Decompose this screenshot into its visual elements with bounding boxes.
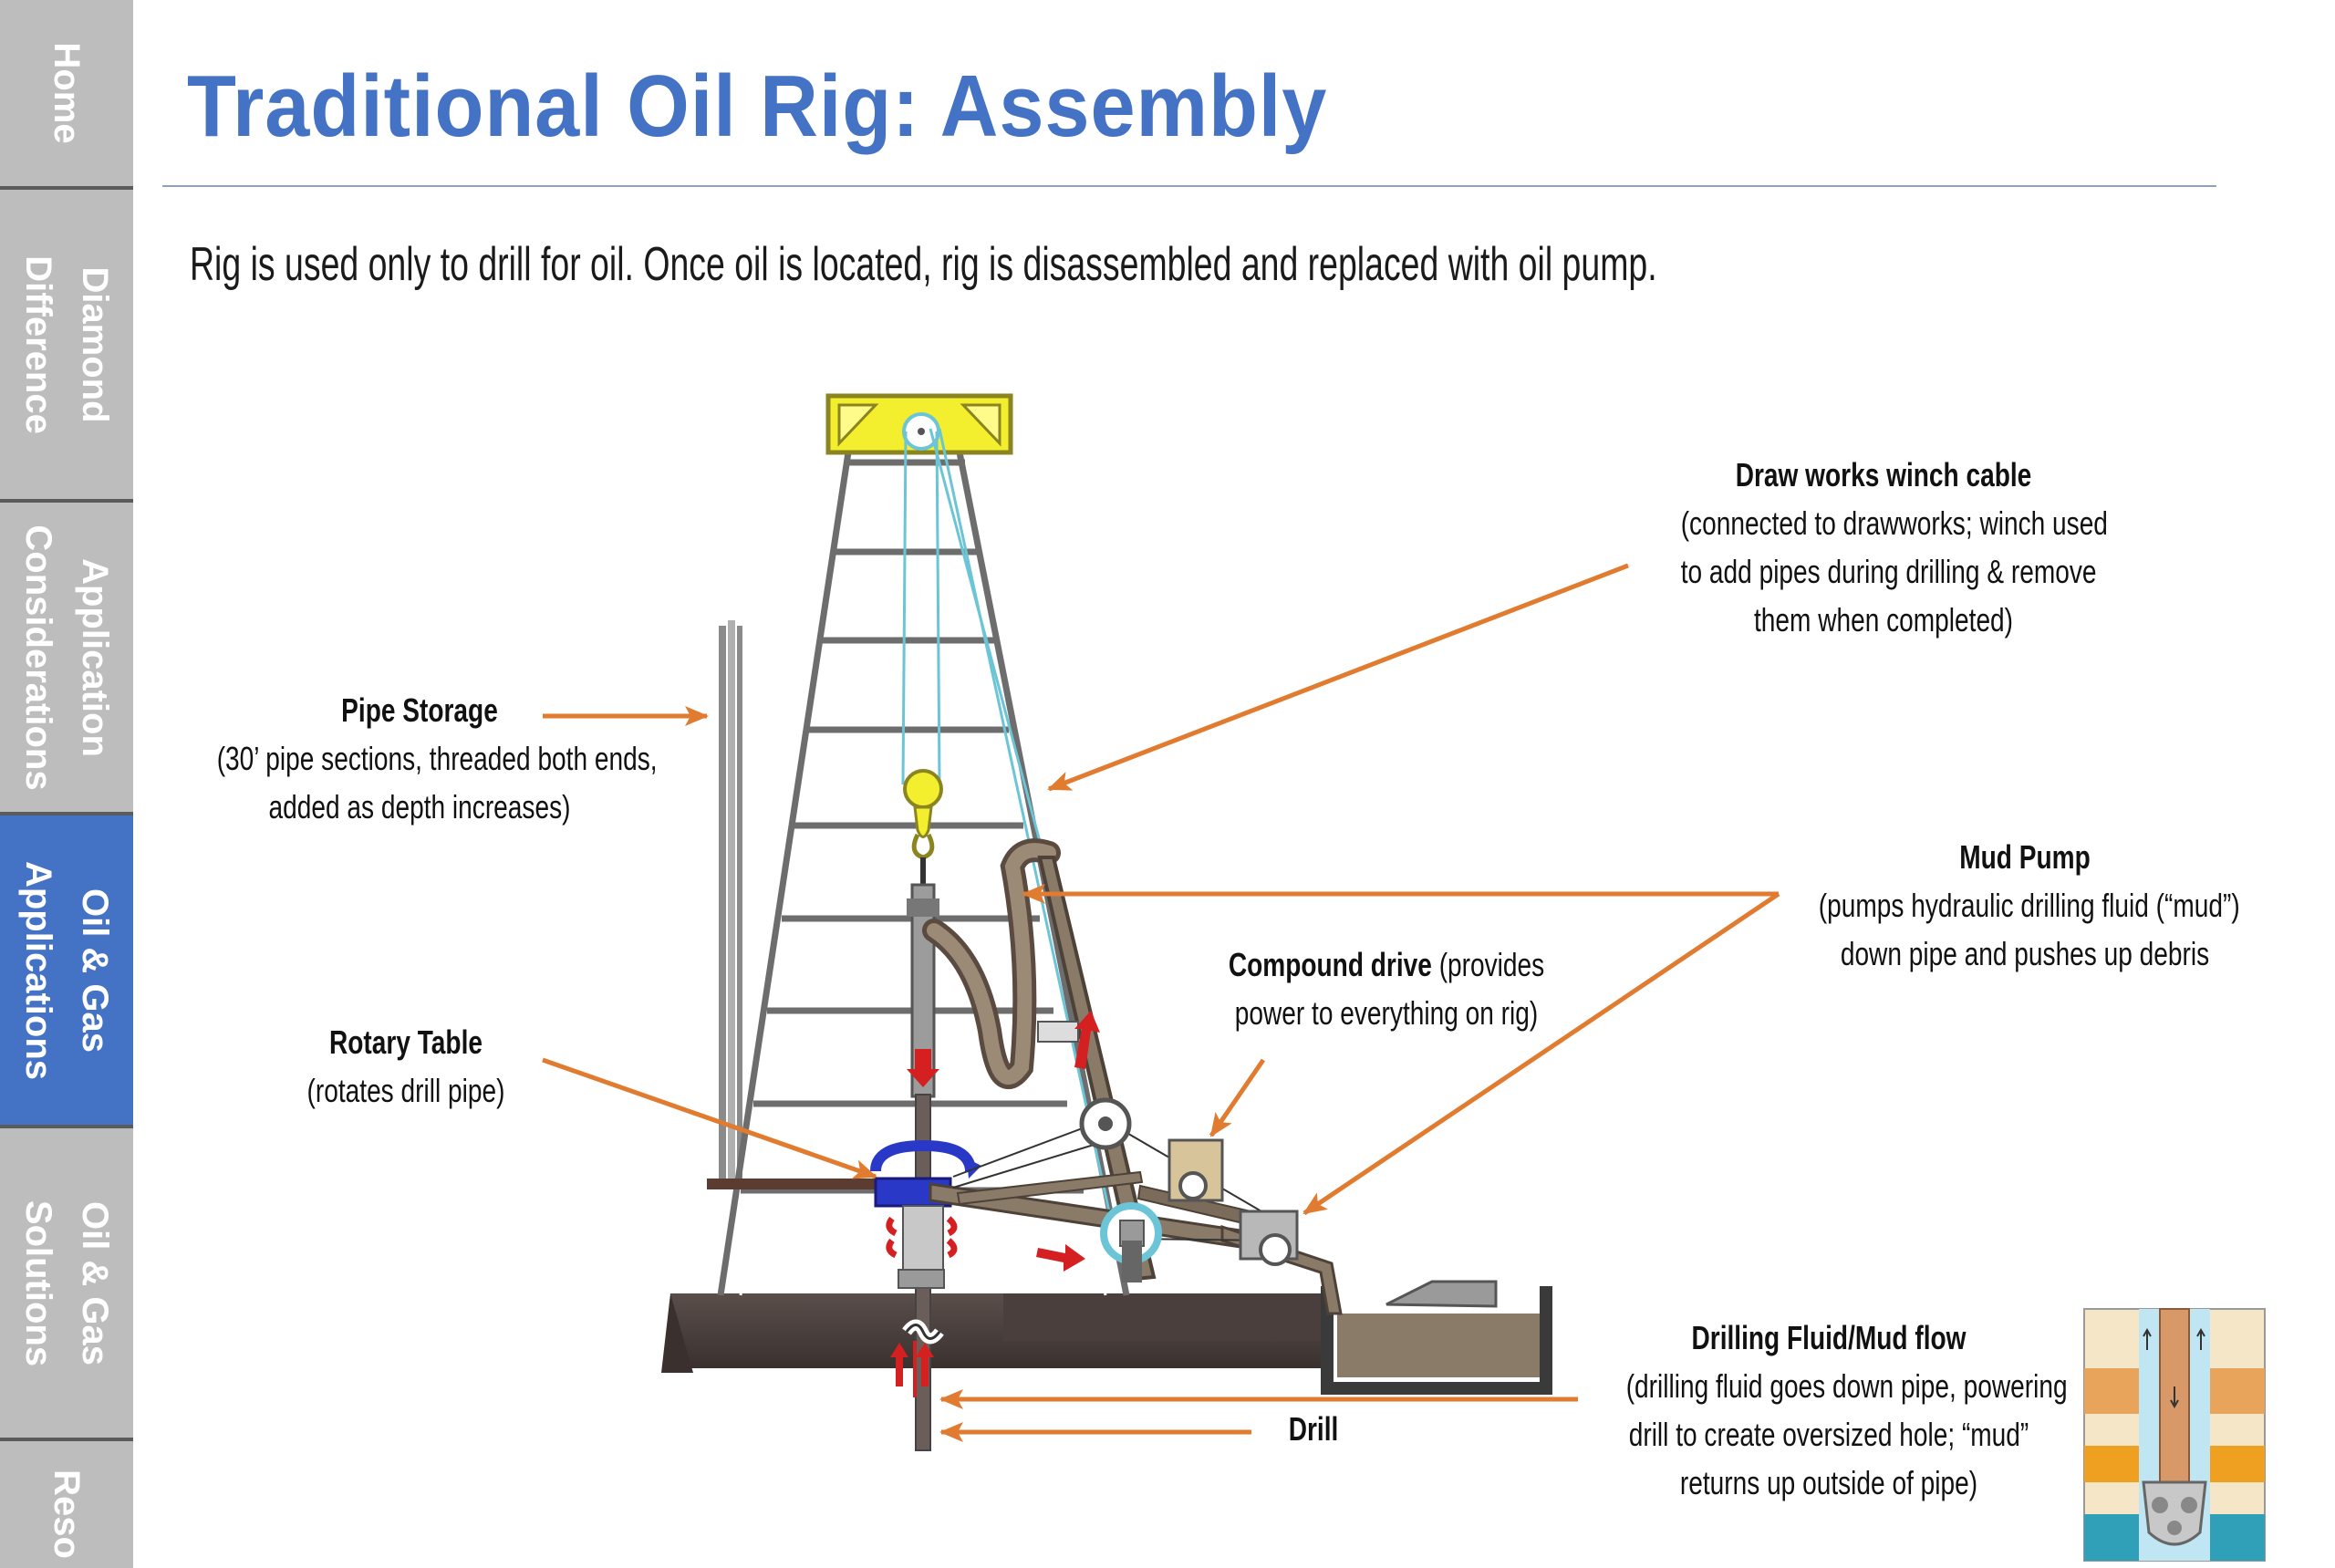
callout-compound-drive-line-1: power to everything on rig) bbox=[1234, 994, 1539, 1032]
callout-rotary-table-title: Rotary Table bbox=[328, 1023, 483, 1061]
compound-drive-box bbox=[1168, 1138, 1224, 1202]
rotary-table bbox=[707, 1139, 981, 1289]
tab-application-considerations[interactable]: Application Considerations bbox=[0, 503, 133, 815]
callout-drilling-fluid-line-3: returns up outside of pipe) bbox=[1679, 1464, 1978, 1501]
callout-draw-works: Draw works winch cable (connected to dra… bbox=[1680, 451, 2108, 644]
traveling-block-hook bbox=[903, 769, 943, 860]
callout-draw-works-title: Draw works winch cable bbox=[1735, 456, 2032, 493]
arrow-draw-works bbox=[1047, 563, 1629, 792]
callout-drill-title: Drill bbox=[1288, 1410, 1339, 1448]
tab-home[interactable]: Home bbox=[0, 0, 133, 190]
callout-drilling-fluid: Drilling Fluid/Mud flow (drilling fluid … bbox=[1625, 1314, 2068, 1507]
title-divider bbox=[162, 185, 2216, 187]
fluid-flow-arrows bbox=[890, 1011, 1100, 1397]
callout-pipe-storage-line-2: added as depth increases) bbox=[268, 788, 571, 826]
page-title: Traditional Oil Rig: Assembly bbox=[187, 57, 1328, 155]
mud-hose bbox=[922, 838, 1061, 1089]
tab-resources[interactable]: Reso bbox=[0, 1441, 133, 1568]
arrow-rotary-table bbox=[542, 1057, 877, 1179]
callout-compound-drive: Compound drive (provides power to everyt… bbox=[1209, 940, 1564, 1037]
callout-draw-works-line-3: them when completed) bbox=[1753, 601, 2014, 639]
callout-draw-works-line-1: (connected to drawworks; winch used bbox=[1680, 504, 2108, 542]
callout-draw-works-line-2: to add pipes during drilling & remove bbox=[1680, 553, 2097, 590]
callout-pipe-storage-title: Pipe Storage bbox=[341, 691, 498, 729]
callout-mud-pump-title: Mud Pump bbox=[1959, 838, 2091, 876]
callout-rotary-table-line-1: (rotates drill pipe) bbox=[306, 1072, 505, 1109]
callout-arrows bbox=[542, 563, 1780, 1442]
callout-mud-pump-line-1: (pumps hydraulic drilling fluid (“mud”) bbox=[1818, 887, 2240, 924]
pipe-storage-rack bbox=[719, 620, 742, 1184]
drill-bit-inset-image bbox=[2083, 1308, 2266, 1562]
tab-diamond-difference[interactable]: Diamond Difference bbox=[0, 190, 133, 503]
sidebar-nav: Home Diamond Difference Application Cons… bbox=[0, 0, 133, 1568]
callout-drilling-fluid-line-1: (drilling fluid goes down pipe, powering bbox=[1625, 1367, 2068, 1405]
tab-oil-gas-solutions[interactable]: Oil & Gas Solutions bbox=[0, 1128, 133, 1441]
callout-compound-drive-title: Compound drive bbox=[1228, 946, 1432, 983]
arrow-mud-pump-2 bbox=[1302, 891, 1780, 1216]
callout-drilling-fluid-line-2: drill to create oversized hole; “mud” bbox=[1628, 1416, 2029, 1453]
callout-drill: Drill bbox=[1271, 1405, 1356, 1453]
arrow-compound-drive bbox=[1209, 1058, 1266, 1137]
tab-oil-gas-applications[interactable]: Oil & Gas Applications bbox=[0, 815, 133, 1128]
mud-pump-unit bbox=[1239, 1210, 1299, 1266]
callout-mud-pump: Mud Pump (pumps hydraulic drilling fluid… bbox=[1818, 833, 2240, 978]
crown-block bbox=[825, 393, 1013, 455]
callout-drilling-fluid-title: Drilling Fluid/Mud flow bbox=[1691, 1319, 1967, 1356]
mud-pit bbox=[1321, 1280, 1552, 1395]
callout-compound-drive-title-suffix: (provides bbox=[1431, 946, 1545, 983]
callout-rotary-table: Rotary Table (rotates drill pipe) bbox=[264, 1018, 548, 1115]
pipe-break-outline bbox=[905, 1324, 941, 1340]
drawworks-pulleys bbox=[1079, 1097, 1162, 1282]
slide-subtitle: Rig is used only to drill for oil. Once … bbox=[190, 238, 1657, 291]
derrick-tower bbox=[717, 452, 1130, 1296]
callout-mud-pump-line-2: down pipe and pushes up debris bbox=[1840, 935, 2210, 972]
callout-pipe-storage-line-1: (30’ pipe sections, threaded both ends, bbox=[216, 740, 658, 777]
callout-pipe-storage: Pipe Storage (30’ pipe sections, threade… bbox=[216, 686, 658, 831]
